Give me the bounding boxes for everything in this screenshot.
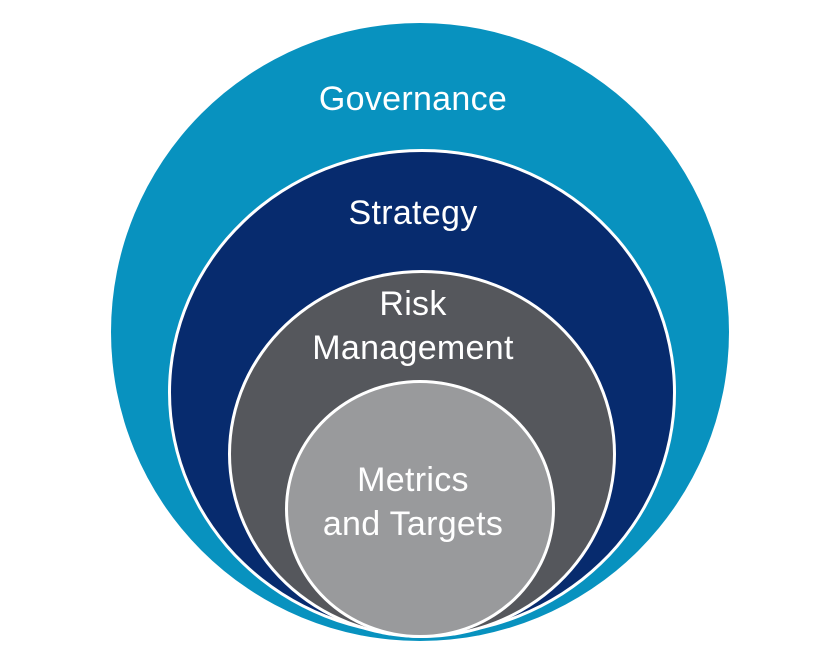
strategy-label: Strategy	[0, 192, 826, 234]
risk-management-label-line-2: Management	[312, 329, 514, 367]
metrics-and-targets-label-line-1: Metrics	[357, 461, 469, 499]
risk-management-label: Risk Management	[0, 282, 826, 370]
metrics-and-targets-label-line-2: and Targets	[322, 505, 504, 543]
strategy-label-line-1: Strategy	[348, 194, 478, 232]
governance-label: Governance	[0, 78, 826, 120]
risk-management-label-line-1: Risk	[379, 285, 447, 323]
metrics-and-targets-circle	[285, 380, 555, 638]
governance-label-line-1: Governance	[318, 80, 508, 118]
metrics-and-targets-label: Metrics and Targets	[0, 458, 826, 546]
